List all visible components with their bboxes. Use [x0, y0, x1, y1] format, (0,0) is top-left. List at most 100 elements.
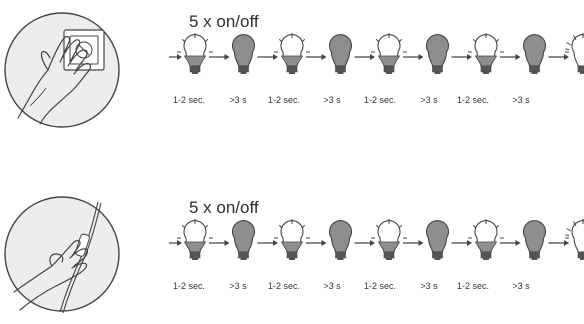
light-ray	[301, 38, 306, 43]
arrow-right-icon	[564, 240, 569, 246]
arrow-right-icon	[370, 240, 375, 246]
light-ray	[472, 224, 477, 229]
bulb-tip	[337, 258, 344, 260]
light-ray	[472, 38, 477, 43]
arrow-right-icon	[224, 240, 230, 246]
light-ray	[181, 224, 186, 229]
light-ray	[398, 38, 403, 43]
light-ray	[278, 224, 283, 229]
bulb-base	[238, 65, 249, 73]
light-ray	[565, 234, 570, 237]
bulb-base	[432, 65, 443, 73]
arrow-right-icon	[273, 54, 278, 60]
bulb-base	[480, 65, 492, 73]
bulb-tip	[580, 258, 584, 260]
timing-label: 1-2 sec.	[456, 281, 490, 291]
arrow-right-icon	[224, 54, 230, 60]
timing-labels: 1-2 sec. >3 s 1-2 sec. >3 s 1-2 sec. >3 …	[0, 95, 584, 109]
panel-cord-switch: 5 x on/off 1-2 sec. >3 s 1-2 sec. >3 s 1…	[0, 196, 584, 316]
timing-label: 1-2 sec.	[172, 281, 206, 291]
timing-label: 1-2 sec.	[267, 95, 301, 105]
bulb-base	[383, 65, 395, 73]
bulb-on-icon	[571, 34, 584, 67]
arrow-right-icon	[418, 54, 424, 60]
bulb-base	[286, 251, 298, 259]
bulb-base	[529, 251, 540, 259]
light-ray	[565, 48, 570, 51]
bulb-base	[577, 65, 584, 73]
timing-label: >3 s	[512, 281, 530, 291]
bulb-tip	[483, 72, 489, 74]
light-ray	[375, 224, 380, 229]
timing-label: 1-2 sec.	[363, 95, 397, 105]
light-ray	[573, 35, 577, 41]
light-ray	[573, 221, 577, 227]
hand-holding-cord-switch-icon	[4, 196, 120, 314]
bulb-tip	[386, 72, 392, 74]
arrow-right-icon	[515, 54, 521, 60]
bulb-tip	[580, 72, 584, 74]
bulb-base	[480, 251, 492, 259]
arrow-right-icon	[321, 240, 327, 246]
timing-label: 1-2 sec.	[363, 281, 397, 291]
bulb-base	[577, 251, 584, 259]
light-ray	[301, 224, 306, 229]
bulb-off-icon	[523, 220, 546, 253]
arrow-right-icon	[467, 54, 472, 60]
instruction-title: 5 x on/off	[189, 12, 259, 31]
timing-label: >3 s	[420, 95, 438, 105]
arrow-right-icon	[467, 240, 472, 246]
bulb-sequence	[169, 219, 584, 260]
bulb-tip	[192, 258, 198, 260]
bulb-tip	[289, 258, 295, 260]
light-ray	[495, 38, 500, 43]
light-ray	[566, 228, 572, 232]
bulb-base	[238, 251, 249, 259]
bulb-base	[189, 65, 201, 73]
arrow-right-icon	[321, 54, 327, 60]
panel-wall-switch: 5 x on/off 1-2 sec. >3 s 1-2 sec. >3 s 1…	[0, 10, 584, 130]
bulb-tip	[240, 72, 247, 74]
timing-label: 1-2 sec.	[456, 95, 490, 105]
bulb-off-icon	[232, 220, 255, 253]
bulb-tip	[434, 72, 441, 74]
bulb-tip	[483, 258, 489, 260]
timing-label: >3 s	[323, 95, 341, 105]
bulb-base	[189, 251, 201, 259]
arrow-right-icon	[418, 240, 424, 246]
bulb-tip	[434, 258, 441, 260]
bulb-off-icon	[426, 220, 449, 253]
light-ray	[375, 38, 380, 43]
bulb-base	[286, 65, 298, 73]
bulb-tip	[289, 72, 295, 74]
bulb-off-icon	[232, 34, 255, 67]
bulb-off-icon	[426, 34, 449, 67]
timing-label: >3 s	[323, 281, 341, 291]
bulb-on-icon	[571, 220, 584, 253]
bulb-base	[529, 65, 540, 73]
bulb-base	[335, 65, 346, 73]
arrow-right-icon	[177, 240, 182, 246]
arrow-right-icon	[370, 54, 375, 60]
bulb-tip	[386, 258, 392, 260]
arrow-right-icon	[515, 240, 521, 246]
bulb-base	[383, 251, 395, 259]
timing-label: 1-2 sec.	[172, 95, 206, 105]
timing-label: >3 s	[420, 281, 438, 291]
instruction-title: 5 x on/off	[189, 198, 259, 217]
timing-labels: 1-2 sec. >3 s 1-2 sec. >3 s 1-2 sec. >3 …	[0, 281, 584, 295]
bulb-off-icon	[329, 220, 352, 253]
bulb-tip	[531, 258, 538, 260]
bulb-tip	[337, 72, 344, 74]
hand-pressing-wall-switch-icon	[4, 12, 120, 128]
light-ray	[204, 224, 209, 229]
bulb-off-icon	[329, 34, 352, 67]
light-ray	[278, 38, 283, 43]
arrow-right-icon	[564, 54, 569, 60]
light-ray	[398, 224, 403, 229]
timing-label: 1-2 sec.	[267, 281, 301, 291]
timing-label: >3 s	[229, 281, 247, 291]
timing-label: >3 s	[229, 95, 247, 105]
timing-label: >3 s	[512, 95, 530, 105]
arrow-right-icon	[273, 240, 278, 246]
